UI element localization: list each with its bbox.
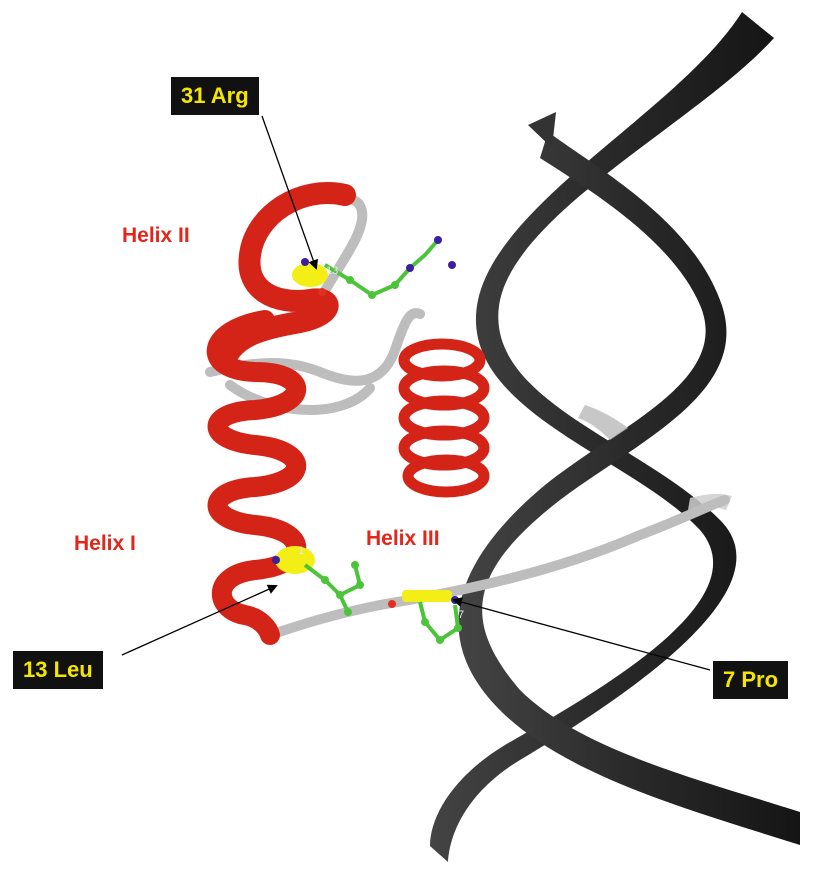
sidechain-31-arg xyxy=(301,236,456,299)
residue-tag-arg: 13 xyxy=(326,265,338,277)
helix-2-label: Helix II xyxy=(122,224,190,248)
helix-3-label: Helix III xyxy=(366,527,440,551)
helix-3-coil xyxy=(404,344,484,492)
residue-label-7-pro: 7 Pro xyxy=(713,661,788,699)
dna-strand-arrow-tip xyxy=(528,112,556,148)
residue-label-31-arg: 31 Arg xyxy=(171,77,259,115)
residue-tag-pro: 7 xyxy=(458,609,464,621)
dna-double-helix xyxy=(430,12,800,862)
residue-label-13-leu: 13 Leu xyxy=(13,651,103,689)
loop-bottom-to-dna xyxy=(270,500,725,635)
residue-31-arg-highlight xyxy=(292,263,328,287)
helix-1-label: Helix I xyxy=(74,532,136,556)
residue-7-pro-highlight xyxy=(402,590,452,602)
residue-tag-leu: 1 xyxy=(298,545,304,557)
